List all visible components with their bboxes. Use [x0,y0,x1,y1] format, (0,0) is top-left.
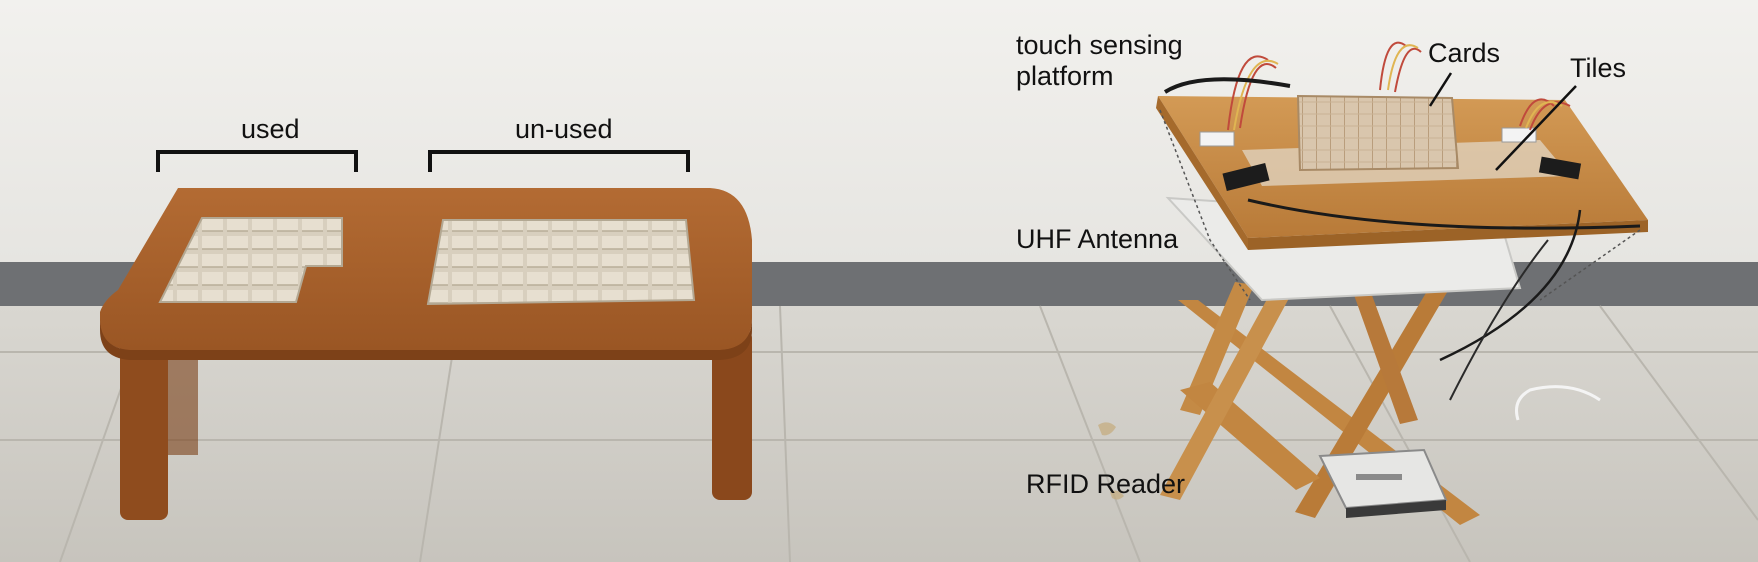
tiles-leader [1495,85,1577,171]
unused-bracket [428,150,690,172]
label-rfid-reader: RFID Reader [1026,469,1186,499]
label-used: used [241,114,300,144]
used-tile-grid [158,217,343,303]
label-touch-line2: platform [1016,61,1114,92]
label-uhf-antenna: UHF Antenna [1016,224,1179,254]
rfid-reader [1318,448,1448,518]
label-unused: un-used [515,114,613,144]
label-touch-sensing-platform: touch sensing platform [1016,30,1183,92]
label-cards: Cards [1428,38,1501,68]
wiring-and-boards [1159,41,1641,421]
used-bracket [156,150,358,172]
cards-leader [1428,72,1453,107]
label-tiles: Tiles [1570,53,1627,83]
unused-tile-grid [426,219,696,306]
label-touch-line1: touch sensing [1016,30,1183,60]
floor-stain [1098,422,1124,500]
